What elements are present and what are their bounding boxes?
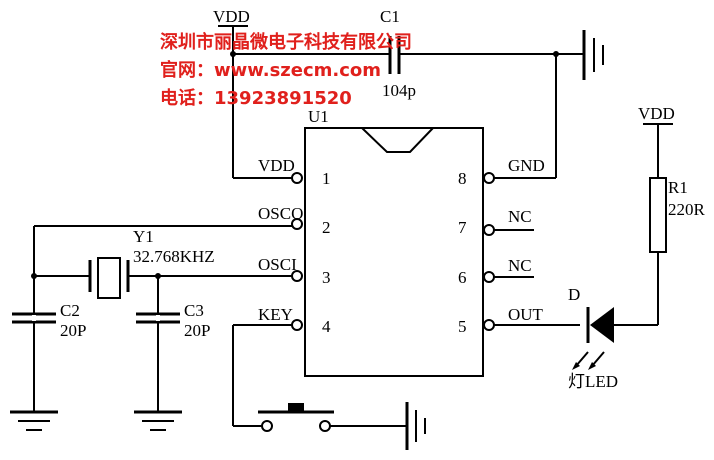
pin-7-number: 7 bbox=[458, 218, 467, 237]
pin-4-marker bbox=[291, 319, 303, 331]
pin-7-marker bbox=[483, 224, 495, 236]
pin-5-marker bbox=[483, 319, 495, 331]
pin-8-marker bbox=[483, 172, 495, 184]
y1-value: 32.768KHZ bbox=[133, 247, 215, 266]
ground-symbol-c2 bbox=[10, 410, 58, 431]
junction-c2 bbox=[31, 273, 37, 279]
c1-value: 104p bbox=[382, 81, 416, 100]
c3-value: 20P bbox=[184, 321, 210, 340]
pin-8-number: 8 bbox=[458, 169, 467, 188]
led-light-arrows-icon bbox=[572, 351, 605, 370]
pin-4-name: KEY bbox=[258, 305, 293, 324]
pin-4-number: 4 bbox=[322, 317, 331, 336]
pin-3-name: OSCI bbox=[258, 255, 297, 274]
pin-1-number: 1 bbox=[322, 169, 331, 188]
c1-reference: C1 bbox=[380, 7, 400, 26]
r1-reference: R1 bbox=[668, 178, 688, 197]
r1-value: 220R bbox=[668, 200, 706, 219]
vdd-top-label: VDD bbox=[213, 7, 250, 26]
pin-6-number: 6 bbox=[458, 268, 467, 287]
pin-5-number: 5 bbox=[458, 317, 467, 336]
ground-symbol-c3 bbox=[134, 410, 182, 431]
junction-c3 bbox=[155, 273, 161, 279]
ic-reference: U1 bbox=[308, 107, 329, 126]
pin-8-name: GND bbox=[508, 156, 545, 175]
pin-1-name: VDD bbox=[258, 156, 295, 175]
led-label: 灯LED bbox=[568, 372, 618, 391]
ic-notch bbox=[361, 127, 434, 153]
junction-vdd bbox=[230, 51, 236, 57]
ic-body bbox=[304, 127, 484, 377]
pin-6-marker bbox=[483, 271, 495, 283]
push-button-switch bbox=[258, 403, 334, 432]
c3-reference: C3 bbox=[184, 301, 204, 320]
ground-symbol-top bbox=[582, 30, 604, 80]
y1-body bbox=[97, 257, 121, 299]
ground-symbol-switch bbox=[405, 402, 426, 450]
junction-gnd bbox=[553, 51, 559, 57]
pin-2-number: 2 bbox=[322, 218, 331, 237]
watermark-company: 深圳市丽晶微电子科技有限公司 bbox=[160, 31, 412, 53]
r1-body bbox=[649, 177, 667, 253]
d-reference: D bbox=[568, 285, 580, 304]
y1-reference: Y1 bbox=[133, 227, 154, 246]
pin-2-marker bbox=[291, 218, 303, 230]
c2-reference: C2 bbox=[60, 301, 80, 320]
pin-5-name: OUT bbox=[508, 305, 544, 324]
pin-3-number: 3 bbox=[322, 268, 331, 287]
watermark-phone: 电话：13923891520 bbox=[160, 87, 352, 109]
pin-7-name: NC bbox=[508, 207, 532, 226]
watermark-website: 官网：www.szecm.com bbox=[160, 59, 381, 81]
vdd-right-label: VDD bbox=[638, 104, 675, 123]
led-diode bbox=[586, 307, 614, 343]
pin-2-name: OSCO bbox=[258, 204, 303, 223]
c2-value: 20P bbox=[60, 321, 86, 340]
pin-6-name: NC bbox=[508, 256, 532, 275]
